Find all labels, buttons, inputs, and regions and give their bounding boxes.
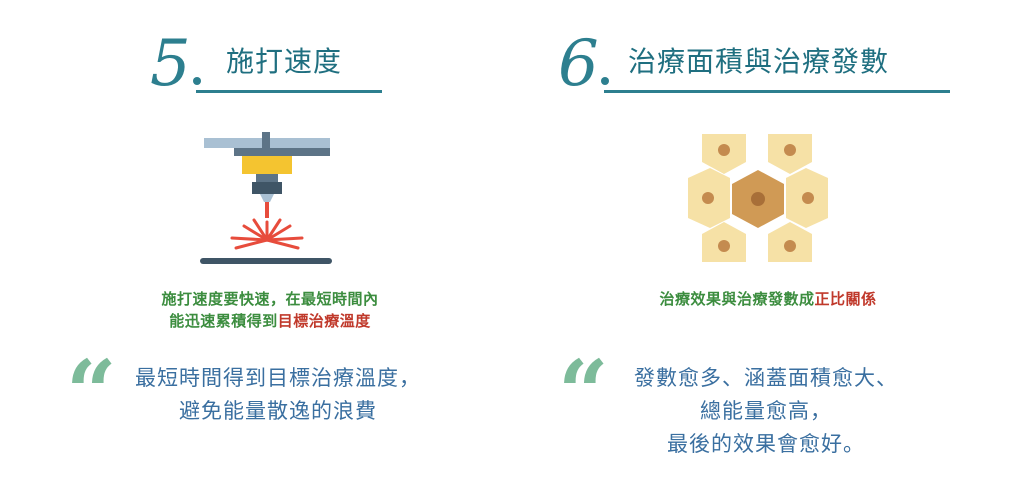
section-title: 治療面積與治療發數 — [628, 45, 890, 78]
section-number: 6 — [558, 32, 609, 96]
quote-line: 總能量愈高， — [700, 399, 832, 423]
laser-machine-icon — [200, 132, 332, 264]
skin-cells-icon — [688, 134, 828, 262]
quote-mark-icon: “ — [558, 340, 609, 444]
quote-line: 最短時間得到目標治療溫度， — [135, 366, 421, 390]
quote-line: 發數愈多、涵蓋面積愈大、 — [634, 366, 898, 390]
section-number: 5 — [150, 32, 201, 96]
speed-panel: 5 施打速度 施打速度要快速，在最短時間內 能迅速累積得到目標治療溫度 “ 最 — [66, 32, 458, 444]
title-underline — [604, 90, 950, 93]
quote-line: 避免能量散逸的浪費 — [179, 399, 377, 423]
speed-caption: 施打速度要快速，在最短時間內 能迅速累積得到目標治療溫度 — [161, 290, 379, 330]
coverage-quote: 發數愈多、涵蓋面積愈大、 總能量愈高， 最後的效果會愈好。 — [596, 362, 936, 461]
speed-quote: 最短時間得到目標治療溫度， 避免能量散逸的浪費 — [98, 362, 458, 428]
coverage-caption: 治療效果與治療發數成正比關係 — [659, 290, 877, 308]
section-title: 施打速度 — [226, 45, 343, 78]
quote-line: 最後的效果會愈好。 — [667, 432, 865, 456]
title-underline — [196, 90, 382, 93]
coverage-panel: 6 治療面積與治療發數 治療效果與治療發數成正比關係 “ 發數愈多、涵蓋面積愈大… — [512, 0, 1024, 500]
quote-mark-icon: “ — [66, 340, 117, 444]
